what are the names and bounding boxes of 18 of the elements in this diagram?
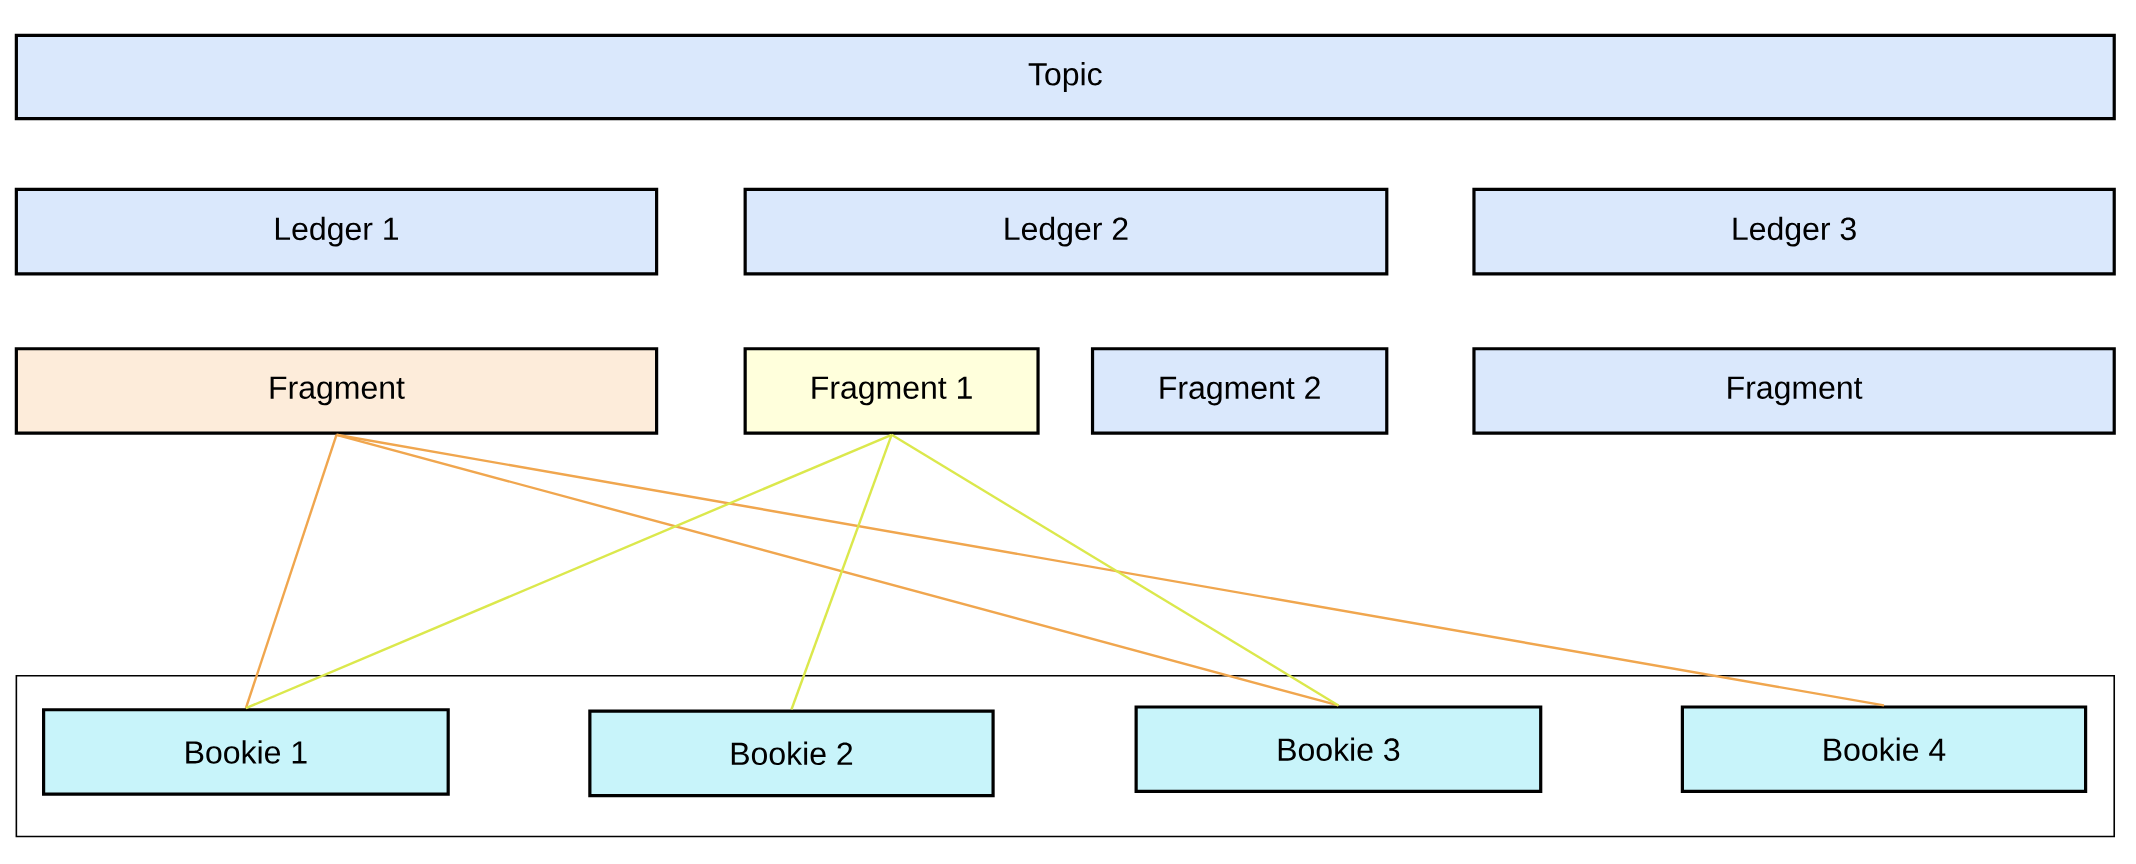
connector-line xyxy=(336,433,1339,707)
process-box: Fragment 2 xyxy=(1090,347,1389,435)
connector-line xyxy=(336,433,1885,707)
process-box: Bookie 4 xyxy=(1680,705,2088,794)
process-box: Fragment 1 xyxy=(743,347,1040,435)
process-box: Fragment xyxy=(14,347,659,435)
process-box: Bookie 3 xyxy=(1134,705,1543,794)
connector-line xyxy=(891,433,1340,707)
process-box: Ledger 1 xyxy=(14,187,659,276)
process-box: Bookie 1 xyxy=(42,708,450,796)
process-box: Ledger 3 xyxy=(1472,187,2116,276)
connector-line xyxy=(245,433,893,710)
process-box: Topic xyxy=(14,33,2116,121)
connector-line xyxy=(790,434,893,710)
process-box: Fragment xyxy=(1472,347,2116,435)
process-box: Bookie 2 xyxy=(588,709,995,798)
process-box: Ledger 2 xyxy=(743,187,1389,276)
connector-line xyxy=(244,434,338,709)
